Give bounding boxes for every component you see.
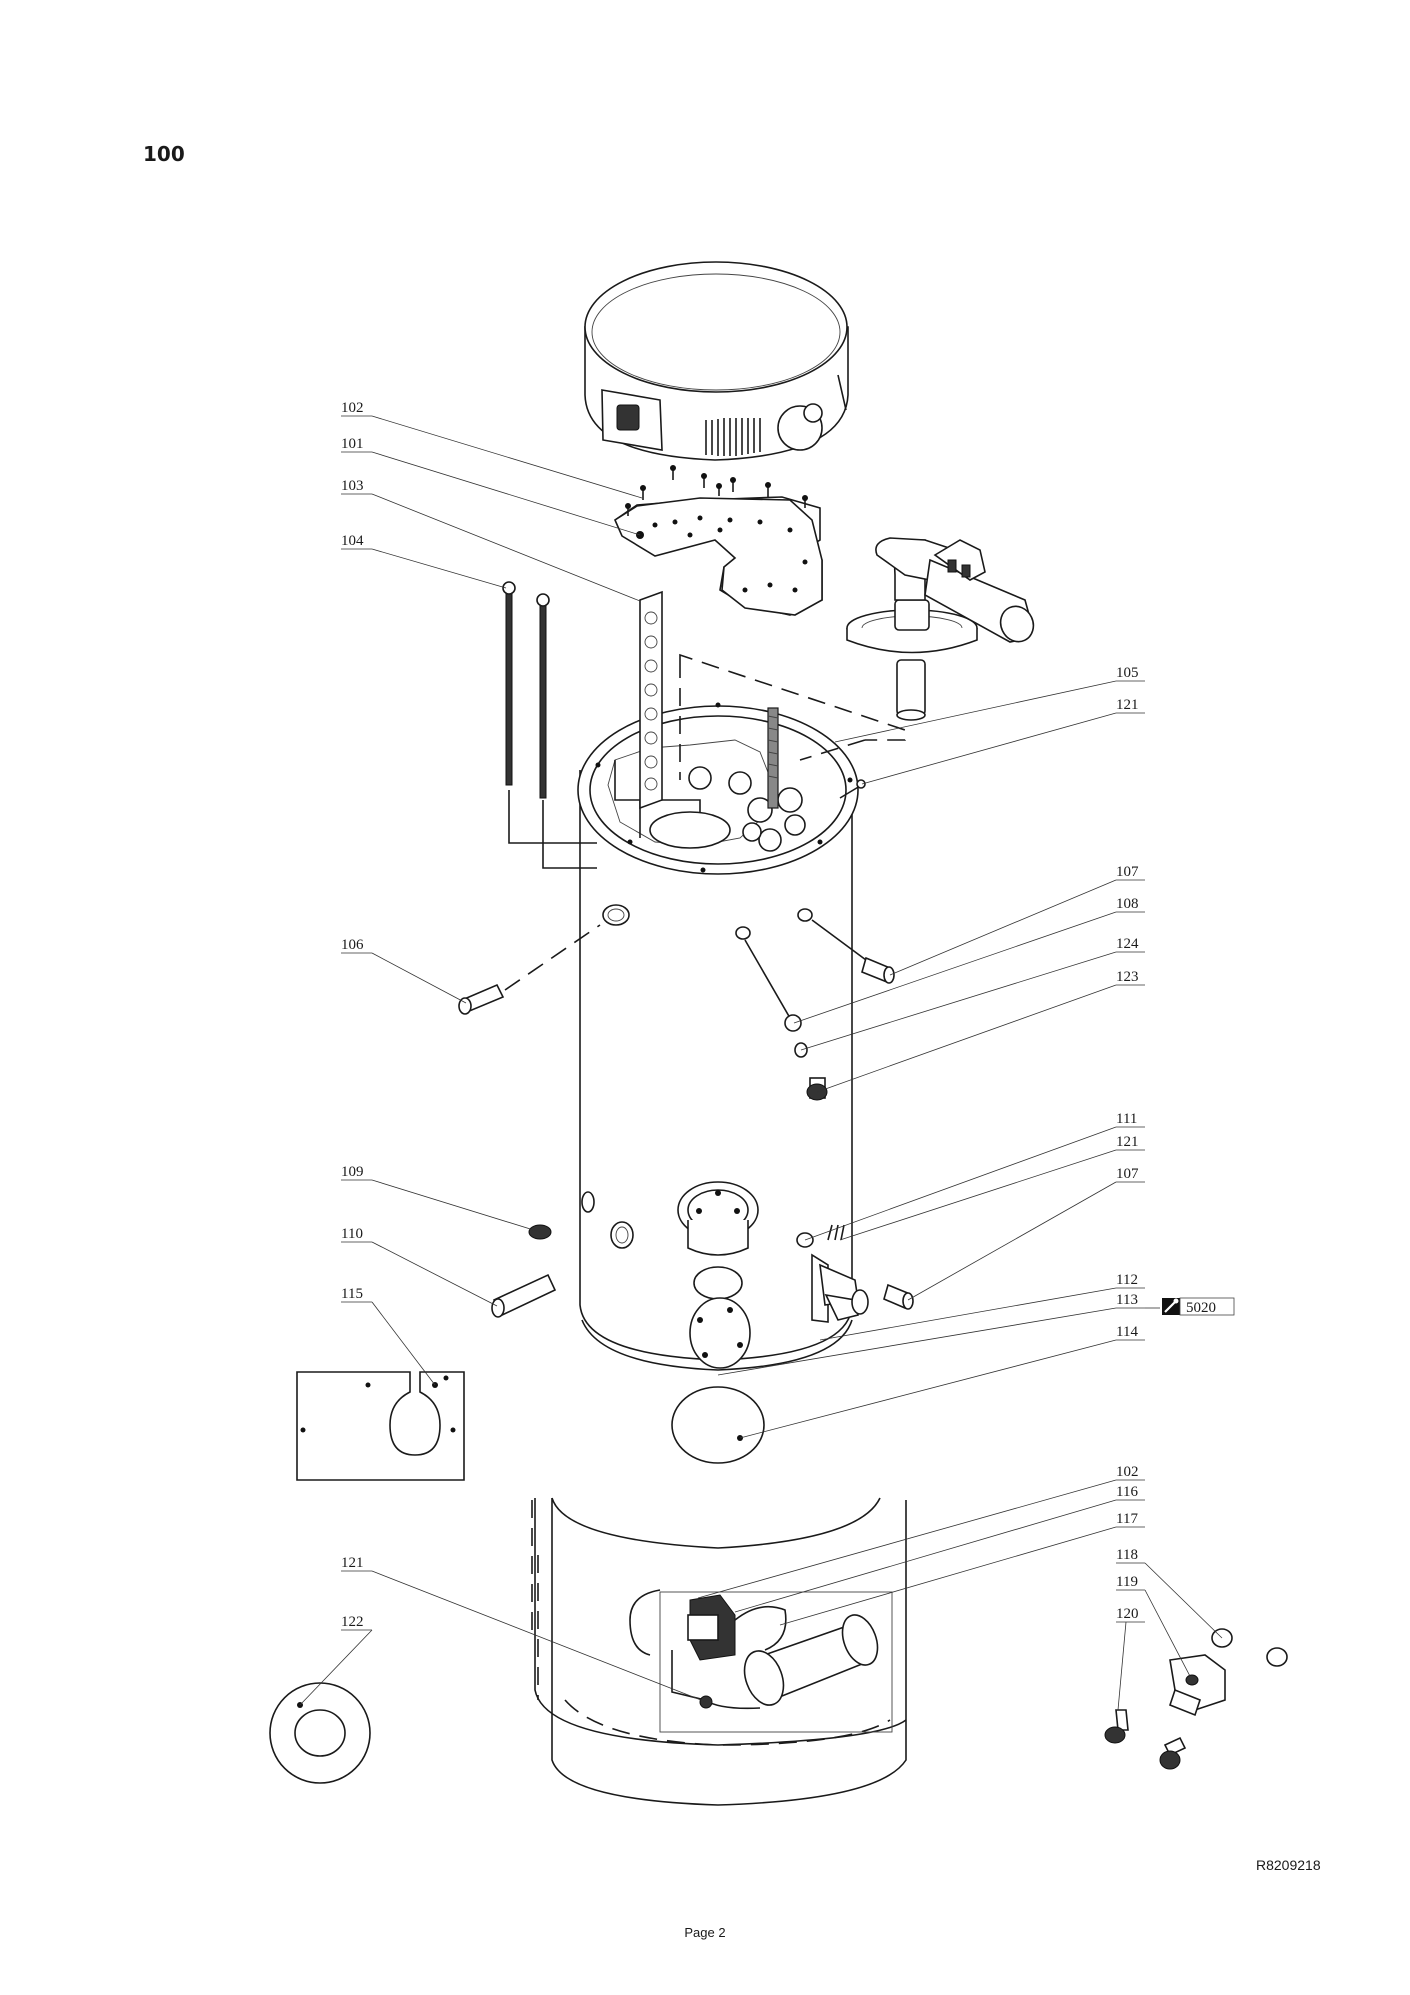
bracket-part [1104, 1628, 1288, 1770]
ring-gasket-part [269, 1682, 371, 1784]
callout-112: 112 [1116, 1272, 1138, 1288]
callout-121b: 121 [1116, 1134, 1139, 1150]
callout-104: 104 [341, 533, 364, 549]
burner-assembly-part [846, 537, 1035, 721]
callout-116: 116 [1116, 1484, 1138, 1500]
callout-108: 108 [1116, 896, 1139, 912]
tank-body-part [577, 702, 869, 1371]
callout-119: 119 [1116, 1574, 1138, 1590]
reference-box: 5020 [1162, 1297, 1235, 1316]
spiral-electrode-part [767, 707, 779, 809]
fan-outlet-icon [777, 403, 823, 451]
callout-102: 102 [341, 400, 364, 416]
section-number: 100 [143, 142, 185, 166]
page-label: Page 2 [684, 1925, 726, 1940]
nipple-107-part [811, 919, 895, 984]
callout-121a: 121 [1116, 697, 1139, 713]
nipple-110-part [491, 1273, 557, 1318]
anode-rods-part [502, 581, 597, 869]
callout-123: 123 [1116, 969, 1139, 985]
callout-111: 111 [1116, 1111, 1137, 1127]
display-panel-icon [601, 389, 663, 451]
callout-105: 105 [1116, 665, 1139, 681]
callout-109: 109 [341, 1164, 364, 1180]
base-plate-part [296, 1371, 465, 1481]
callout-118: 118 [1116, 1547, 1138, 1563]
callout-115: 115 [341, 1286, 363, 1302]
callout-113: 113 [1116, 1292, 1138, 1308]
callout-120: 120 [1116, 1606, 1139, 1622]
drawing-code: R8209218 [1256, 1857, 1321, 1873]
callout-107b: 107 [1116, 1166, 1139, 1182]
callout-114: 114 [1116, 1324, 1138, 1340]
callout-121c: 121 [341, 1555, 364, 1571]
callout-122: 122 [341, 1614, 364, 1630]
callout-107a: 107 [1116, 864, 1139, 880]
callout-101: 101 [341, 436, 364, 452]
top-cover-part [584, 261, 849, 461]
reference-box-label: 5020 [1186, 1300, 1216, 1316]
baffle-strip-part [639, 590, 663, 810]
nipple-107b-part [883, 1283, 914, 1310]
leader-lines [299, 415, 1223, 1711]
sensor-mid-part [827, 1224, 845, 1241]
callout-110: 110 [341, 1226, 363, 1242]
callout-124: 124 [1116, 936, 1139, 952]
callout-117: 117 [1116, 1511, 1138, 1527]
nipple-106-part [458, 924, 601, 1015]
callout-103: 103 [341, 478, 364, 494]
callout-102b: 102 [1116, 1464, 1139, 1480]
callout-106: 106 [341, 937, 364, 953]
sensor-part [839, 779, 866, 799]
base-section-part [534, 1497, 907, 1806]
cover-dome-part [671, 1386, 765, 1464]
vent-grille [705, 418, 761, 456]
screws-part [625, 465, 808, 516]
gasket-plate-part [613, 496, 823, 616]
